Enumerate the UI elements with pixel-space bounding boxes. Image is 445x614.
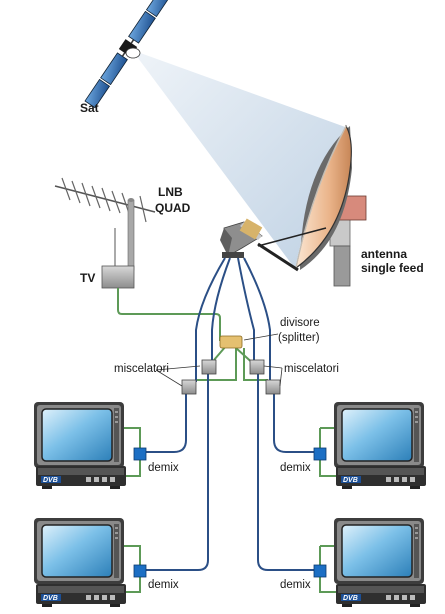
dvb-label: DVB (43, 595, 58, 602)
label-miscelatori-left: miscelatori (114, 363, 169, 375)
demix-box-tr (313, 447, 327, 461)
demix-box-br (313, 564, 327, 578)
dish-antenna-icon (257, 124, 367, 287)
tv-set-icon (333, 401, 425, 473)
tv-set-icon (33, 517, 125, 589)
label-miscelatori-right: miscelatori (284, 363, 339, 375)
dvb-label: DVB (343, 477, 358, 484)
label-antenna: antenna (361, 247, 407, 261)
label-sat: Sat (80, 101, 99, 115)
station-top-right: DVB (333, 401, 426, 489)
demix-box-tl (133, 447, 147, 461)
label-demix-br: demix (280, 579, 311, 591)
label-quad: QUAD (155, 201, 191, 215)
tv-set-icon (33, 401, 125, 473)
tv-set-icon (333, 517, 425, 589)
label-demix-tr: demix (280, 462, 311, 474)
mixer-box-4 (265, 379, 281, 395)
mixer-box-1 (201, 359, 217, 375)
signal-beam (132, 50, 348, 270)
label-demix-tl: demix (148, 462, 179, 474)
mixer-box-2 (249, 359, 265, 375)
cables-blue (140, 257, 320, 571)
dvb-label: DVB (43, 477, 58, 484)
demix-box-bl (133, 564, 147, 578)
label-lnb: LNB (158, 185, 183, 199)
mixer-box-3 (181, 379, 197, 395)
label-divisore: divisore (280, 317, 320, 329)
splitter-box (219, 335, 243, 349)
label-demix-bl: demix (148, 579, 179, 591)
lnb-quad-icon (220, 218, 263, 258)
label-splitter: (splitter) (278, 332, 320, 344)
yagi-antenna-icon (54, 177, 156, 289)
satellite-icon (84, 0, 172, 109)
dvb-label: DVB (343, 595, 358, 602)
station-bottom-left: DVB (33, 517, 126, 607)
station-top-left: DVB (33, 401, 126, 489)
station-bottom-right: DVB (333, 517, 426, 607)
label-tv: TV (80, 271, 95, 285)
label-single-feed: single feed (361, 261, 424, 275)
